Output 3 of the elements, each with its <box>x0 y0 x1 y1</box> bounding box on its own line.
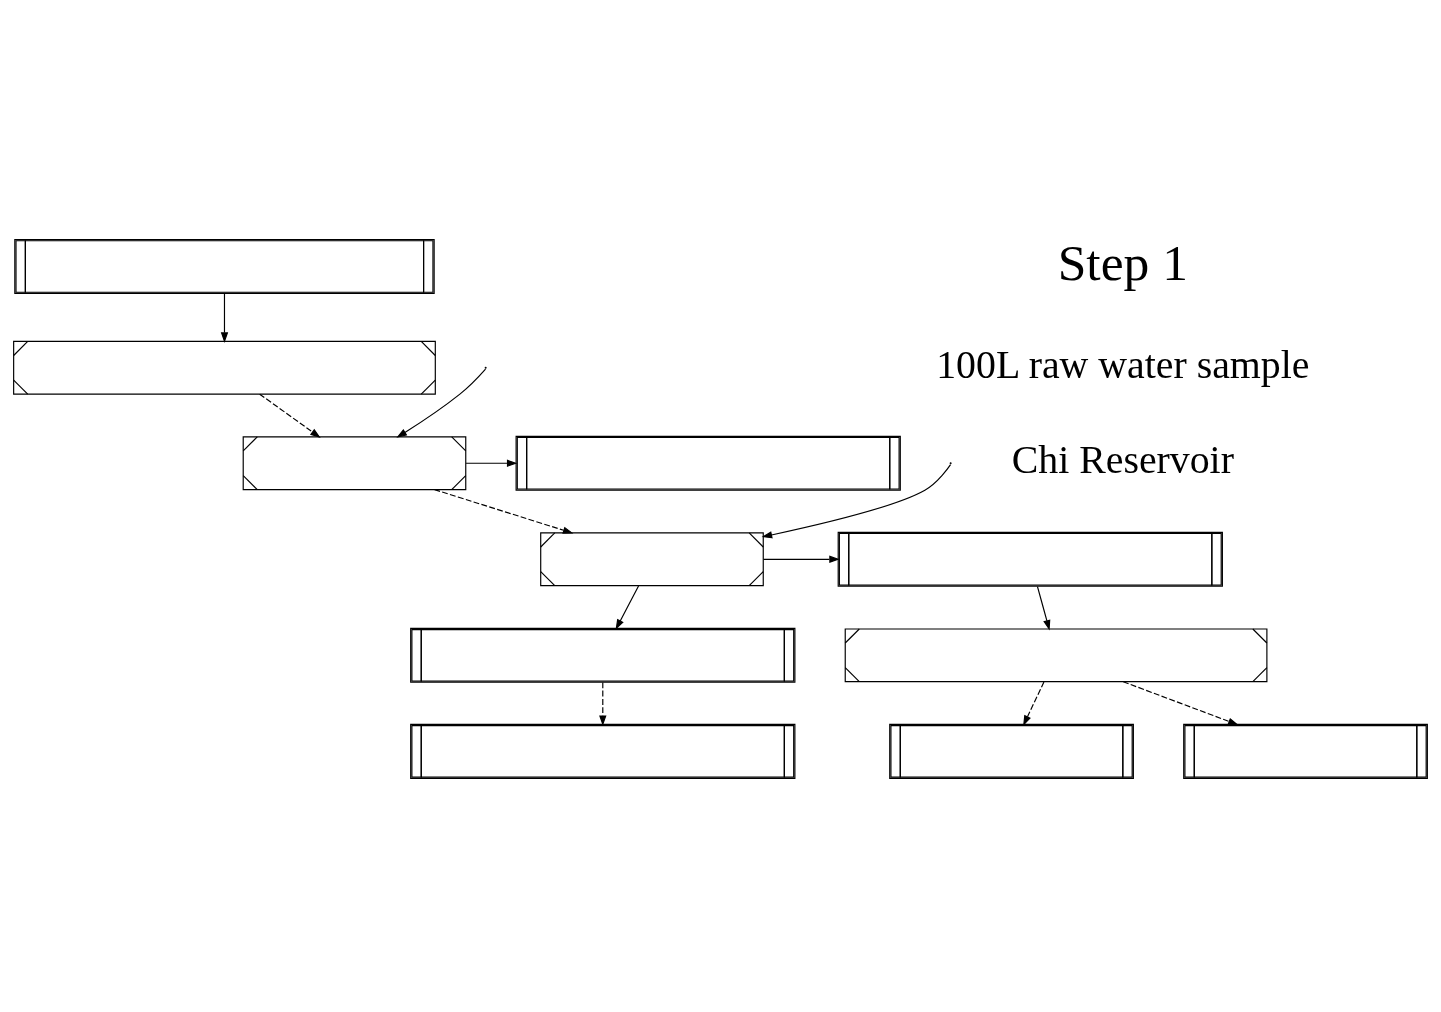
label: 100L raw water sample <box>936 342 1310 387</box>
label: Chi Reservoir <box>1011 438 1234 483</box>
label: Step 1 <box>1057 233 1188 291</box>
